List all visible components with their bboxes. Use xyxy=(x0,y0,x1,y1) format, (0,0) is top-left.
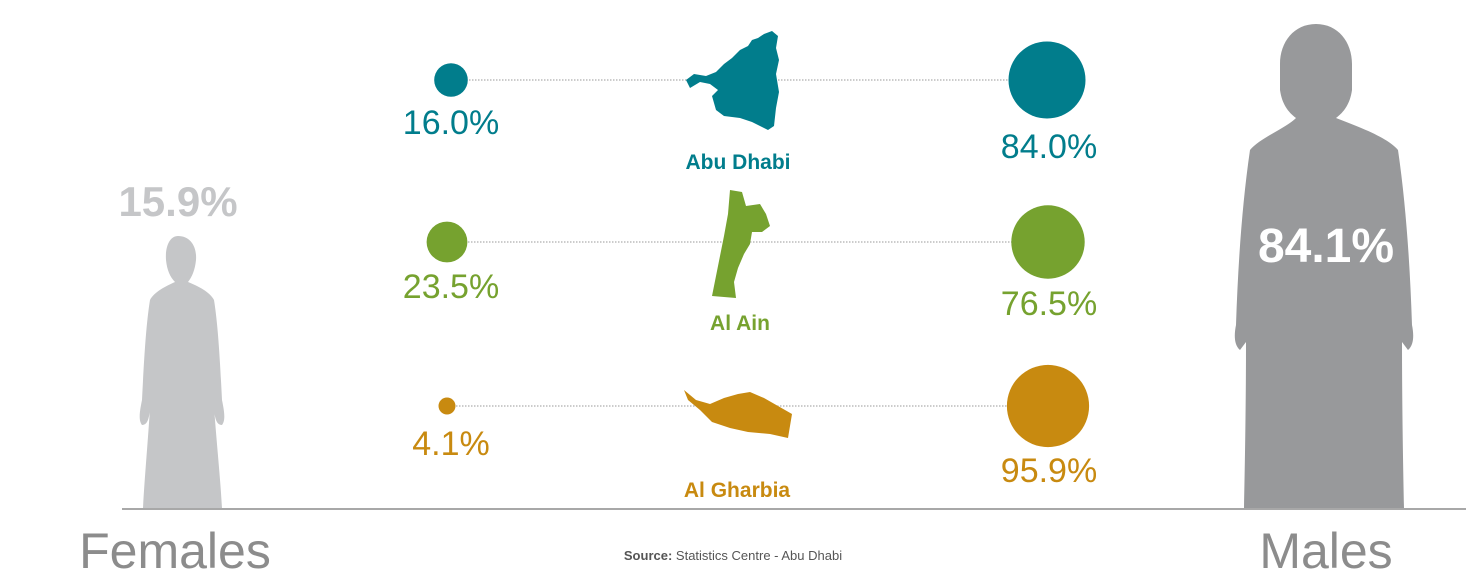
source-text: Statistics Centre - Abu Dhabi xyxy=(672,548,843,563)
male-dot-al-ain xyxy=(1011,205,1085,279)
region-label-al-gharbia: Al Gharbia xyxy=(684,479,791,502)
female-dot-al-ain xyxy=(426,221,468,263)
male-pct-al-ain: 76.5% xyxy=(1001,285,1097,323)
al-gharbia-map-icon xyxy=(684,390,792,438)
female-overall-pct: 15.9% xyxy=(118,178,237,225)
female-dot-al-gharbia xyxy=(438,397,456,415)
region-rows: 16.0% 84.0% 23.5% 76.5% 4.1% 95.9% xyxy=(403,41,1097,490)
region-label-al-ain: Al Ain xyxy=(710,312,770,335)
male-pct-abu-dhabi: 84.0% xyxy=(1001,128,1097,166)
abu-dhabi-map-icon xyxy=(686,31,779,130)
source-note: Source: Statistics Centre - Abu Dhabi xyxy=(0,548,1466,563)
females-label: Females xyxy=(79,523,271,571)
male-pct-al-gharbia: 95.9% xyxy=(1001,452,1097,490)
male-dot-abu-dhabi xyxy=(1008,41,1086,119)
males-label: Males xyxy=(1259,523,1392,571)
region-label-abu-dhabi: Abu Dhabi xyxy=(686,151,791,174)
female-pct-al-gharbia: 4.1% xyxy=(412,425,490,463)
al-ain-map-icon xyxy=(712,190,770,298)
female-pct-al-ain: 23.5% xyxy=(403,268,499,306)
female-silhouette-icon xyxy=(139,236,225,508)
male-overall-pct: 84.1% xyxy=(1258,220,1394,273)
male-silhouette-icon xyxy=(1234,24,1414,508)
female-pct-abu-dhabi: 16.0% xyxy=(403,104,499,142)
region-maps xyxy=(684,31,792,438)
male-dot-al-gharbia xyxy=(1006,364,1090,448)
source-label: Source: xyxy=(623,548,673,563)
female-dot-abu-dhabi xyxy=(434,63,468,97)
